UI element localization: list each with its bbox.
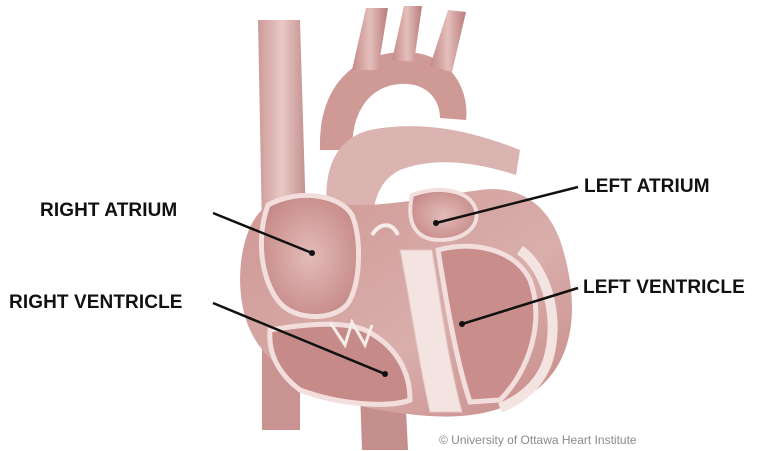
pointer-right-atrium xyxy=(309,250,315,256)
label-left-ventricle: LEFT VENTRICLE xyxy=(583,277,745,299)
copyright-credit: © University of Ottawa Heart Institute xyxy=(439,433,637,447)
label-right-ventricle: RIGHT VENTRICLE xyxy=(9,292,183,314)
right-atrium-chamber xyxy=(261,195,358,316)
left-subclavian-artery xyxy=(430,10,466,72)
label-right-atrium: RIGHT ATRIUM xyxy=(40,200,177,222)
pointer-right-ventricle xyxy=(382,371,388,377)
pointer-left-ventricle xyxy=(459,321,465,327)
label-left-atrium: LEFT ATRIUM xyxy=(584,176,710,198)
pointer-left-atrium xyxy=(433,220,439,226)
